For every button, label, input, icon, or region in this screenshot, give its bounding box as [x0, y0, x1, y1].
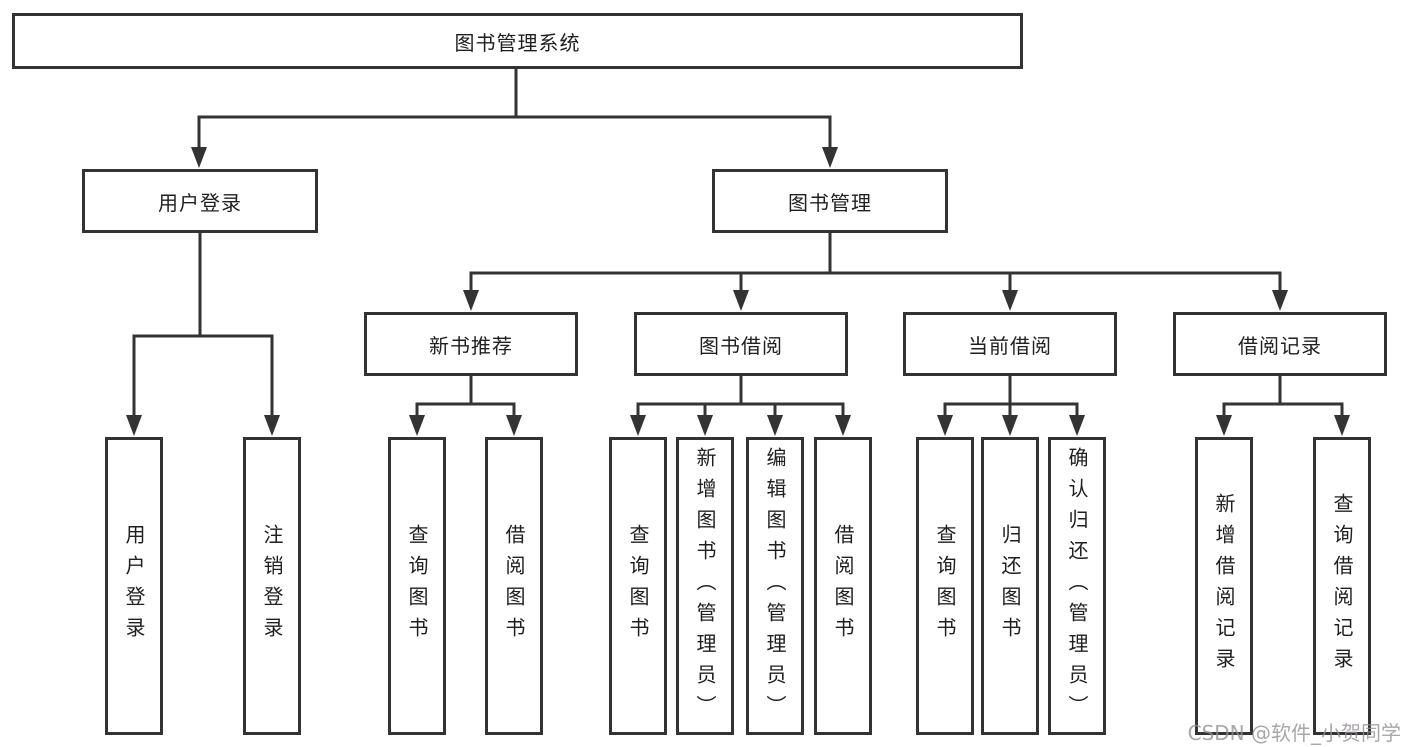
node-new-book: 新书推荐 — [364, 312, 578, 376]
node-borrow-record: 借阅记录 — [1173, 312, 1387, 376]
leaf-newbook-borrow: 借阅图书 — [485, 437, 543, 735]
node-book-borrow: 图书借阅 — [634, 312, 848, 376]
leaf-borrow-book: 借阅图书 — [814, 437, 872, 735]
leaf-borrow-book-label: 借阅图书 — [831, 524, 855, 648]
leaf-newbook-borrow-label: 借阅图书 — [502, 524, 526, 648]
node-book-mgmt: 图书管理 — [712, 169, 948, 233]
node-current-borrow-label: 当前借阅 — [968, 333, 1052, 358]
branch-book-mgmt — [469, 233, 1282, 292]
branch-borrow-record — [1222, 376, 1344, 417]
node-user-login-label: 用户登录 — [158, 190, 242, 215]
leaf-borrow-add-admin-label: 新增图书（管理员） — [693, 446, 717, 726]
node-current-borrow: 当前借阅 — [903, 312, 1117, 376]
leaf-logout: 注销登录 — [243, 437, 301, 735]
branch-root — [197, 69, 832, 150]
arrow-down-icons — [126, 147, 1350, 436]
branch-book-borrow — [636, 376, 845, 417]
branch-new-book — [415, 376, 516, 417]
leaf-borrow-edit-admin: 编辑图书（管理员） — [746, 437, 804, 735]
branch-user-login — [132, 233, 274, 417]
leaf-newbook-query: 查询图书 — [388, 437, 446, 735]
leaf-current-return-label: 归还图书 — [998, 524, 1022, 648]
leaf-record-query: 查询借阅记录 — [1313, 437, 1371, 735]
leaf-record-query-label: 查询借阅记录 — [1330, 493, 1354, 679]
leaf-borrow-edit-admin-label: 编辑图书（管理员） — [763, 446, 787, 726]
node-borrow-record-label: 借阅记录 — [1238, 333, 1322, 358]
csdn-watermark: CSDN @软件_小贺同学 — [1187, 721, 1401, 745]
leaf-borrow-add-admin: 新增图书（管理员） — [676, 437, 734, 735]
node-book-borrow-label: 图书借阅 — [699, 333, 783, 358]
branch-current-borrow — [943, 376, 1079, 417]
node-root: 图书管理系统 — [12, 13, 1023, 69]
leaf-current-confirm-admin-label: 确认归还（管理员） — [1065, 446, 1089, 726]
leaf-logout-label: 注销登录 — [260, 524, 284, 648]
leaf-current-confirm-admin: 确认归还（管理员） — [1048, 437, 1106, 735]
leaf-current-query-label: 查询图书 — [933, 524, 957, 648]
node-user-login: 用户登录 — [82, 169, 318, 233]
leaf-current-return: 归还图书 — [981, 437, 1039, 735]
leaf-newbook-query-label: 查询图书 — [405, 524, 429, 648]
leaf-current-query: 查询图书 — [916, 437, 974, 735]
leaf-user-login: 用户登录 — [105, 437, 163, 735]
leaf-borrow-query: 查询图书 — [609, 437, 667, 735]
leaf-record-add: 新增借阅记录 — [1195, 437, 1253, 735]
leaf-record-add-label: 新增借阅记录 — [1212, 493, 1236, 679]
leaf-user-login-label: 用户登录 — [122, 524, 146, 648]
node-new-book-label: 新书推荐 — [429, 333, 513, 358]
node-book-mgmt-label: 图书管理 — [788, 190, 872, 215]
leaf-borrow-query-label: 查询图书 — [626, 524, 650, 648]
node-root-label: 图书管理系统 — [454, 30, 581, 55]
